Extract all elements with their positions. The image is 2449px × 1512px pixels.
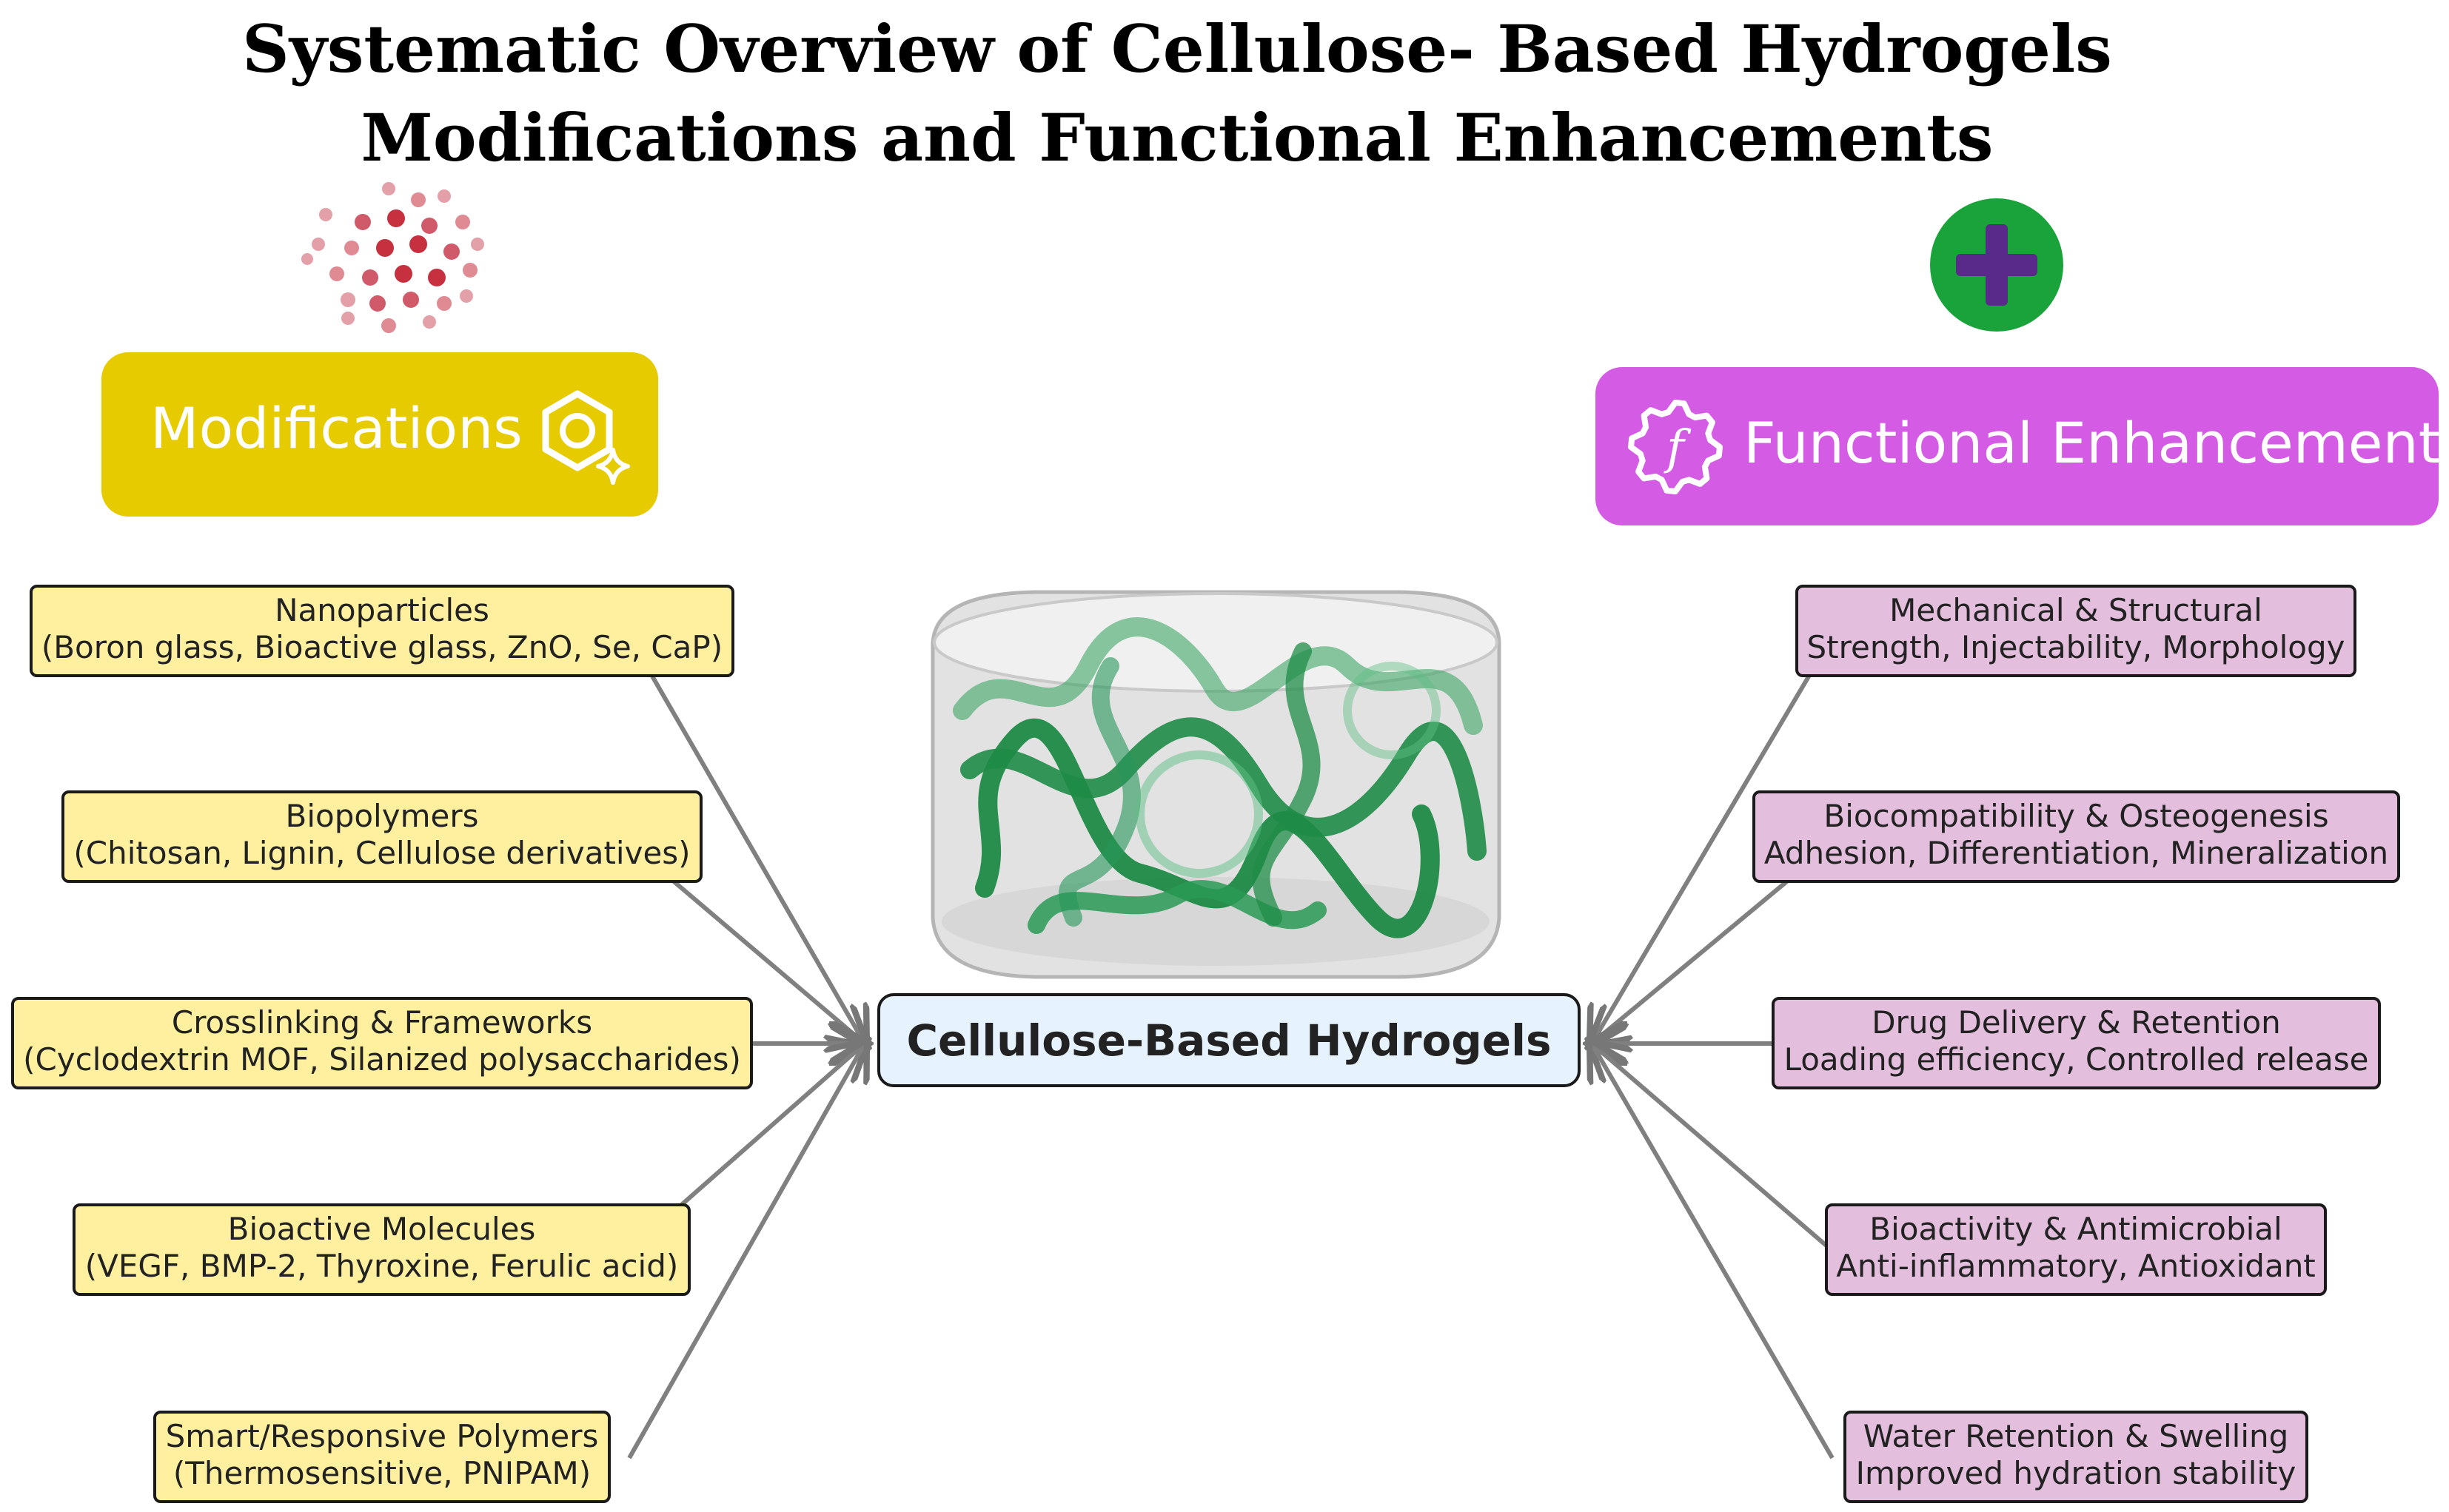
enhancement-item-water-retention: Water Retention & Swelling Improved hydr…: [1843, 1411, 2308, 1503]
page-title-line2: Modifications and Functional Enhancement…: [361, 99, 1994, 176]
particle-dot: [443, 243, 460, 260]
particle-dot: [395, 265, 412, 283]
particle-dot: [409, 235, 427, 253]
particle-dot: [301, 253, 313, 265]
particle-dot: [460, 289, 473, 303]
modification-item-bioactive-molecules: Bioactive Molecules (VEGF, BMP-2, Thyrox…: [73, 1203, 691, 1296]
particle-dot: [341, 292, 355, 307]
item-title: Biopolymers: [285, 798, 479, 834]
modification-item-crosslinking: Crosslinking & Frameworks (Cyclodextrin …: [11, 997, 753, 1089]
page-title-line1: Systematic Overview of Cellulose- Based …: [242, 10, 2112, 87]
item-title: Crosslinking & Frameworks: [171, 1004, 593, 1041]
item-detail: (Chitosan, Lignin, Cellulose derivatives…: [73, 835, 691, 871]
item-detail: Strength, Injectability, Morphology: [1806, 629, 2345, 665]
hydrogel-network-icon: [931, 590, 1501, 979]
particle-dot: [381, 318, 396, 333]
particle-dot: [411, 192, 426, 207]
enhancements-header: f Functional Enhancements: [1595, 367, 2449, 525]
svg-text:f: f: [1664, 420, 1692, 475]
item-detail: (Boron glass, Bioactive glass, ZnO, Se, …: [41, 629, 723, 665]
particle-dot: [387, 209, 405, 227]
modification-item-biopolymers: Biopolymers (Chitosan, Lignin, Cellulose…: [61, 790, 703, 883]
item-title: Mechanical & Structural: [1889, 592, 2262, 628]
modifications-header: Modifications: [101, 352, 658, 517]
modification-item-nanoparticles: Nanoparticles (Boron glass, Bioactive gl…: [30, 585, 734, 677]
enhancement-item-mechanical: Mechanical & Structural Strength, Inject…: [1795, 585, 2356, 677]
enhancement-item-drug-delivery: Drug Delivery & Retention Loading effici…: [1772, 997, 2381, 1089]
particle-dot: [312, 238, 325, 251]
particle-dot: [471, 238, 484, 251]
particle-dot: [344, 241, 359, 255]
enhancements-header-label: Functional Enhancements: [1743, 410, 2449, 476]
enhancement-arrow: [1592, 1044, 1835, 1459]
particle-dot: [376, 239, 394, 257]
item-title: Bioactive Molecules: [227, 1211, 536, 1247]
particle-dot: [319, 208, 332, 221]
enhancement-item-bioactivity: Bioactivity & Antimicrobial Anti-inflamm…: [1825, 1203, 2327, 1296]
hexagon-sparkle-icon: [542, 390, 630, 485]
modifications-header-label: Modifications: [150, 395, 523, 461]
item-detail: (Thermosensitive, PNIPAM): [172, 1455, 592, 1491]
item-title: Drug Delivery & Retention: [1872, 1004, 2281, 1041]
item-title: Smart/Responsive Polymers: [165, 1418, 599, 1454]
item-title: Nanoparticles: [275, 592, 489, 628]
particle-dot: [421, 218, 438, 234]
item-detail: Anti-inflammatory, Antioxidant: [1836, 1248, 2316, 1284]
item-title: Biocompatibility & Osteogenesis: [1823, 798, 2329, 834]
modification-item-smart-polymers: Smart/Responsive Polymers (Thermosensiti…: [153, 1411, 611, 1503]
particle-dot: [428, 269, 446, 286]
particle-dot: [341, 312, 355, 325]
particle-dot: [403, 292, 419, 308]
item-title: Bioactivity & Antimicrobial: [1869, 1211, 2282, 1247]
plus-circle-icon: [1930, 198, 2063, 332]
function-gear-icon: f: [1628, 400, 1723, 494]
item-detail: (Cyclodextrin MOF, Silanized polysacchar…: [23, 1041, 741, 1078]
enhancement-item-biocompatibility: Biocompatibility & Osteogenesis Adhesion…: [1752, 790, 2400, 883]
particle-dot: [438, 189, 451, 203]
item-detail: (VEGF, BMP-2, Thyroxine, Ferulic acid): [84, 1248, 679, 1284]
item-detail: Adhesion, Differentiation, Mineralizatio…: [1763, 835, 2389, 871]
particle-dot: [362, 269, 378, 286]
item-detail: Improved hydration stability: [1855, 1455, 2296, 1491]
particle-dot: [455, 215, 470, 229]
center-label: Cellulose-Based Hydrogels: [906, 1015, 1552, 1066]
particle-dot: [382, 182, 395, 195]
center-node: Cellulose-Based Hydrogels: [877, 993, 1581, 1087]
particle-dot: [437, 296, 452, 311]
particle-dot: [329, 266, 344, 281]
particle-dot: [423, 315, 436, 329]
particle-dot: [355, 214, 371, 230]
particle-dot: [463, 263, 478, 278]
item-title: Water Retention & Swelling: [1863, 1418, 2289, 1454]
item-detail: Loading efficiency, Controlled release: [1783, 1041, 2369, 1078]
particle-dot: [369, 295, 386, 312]
